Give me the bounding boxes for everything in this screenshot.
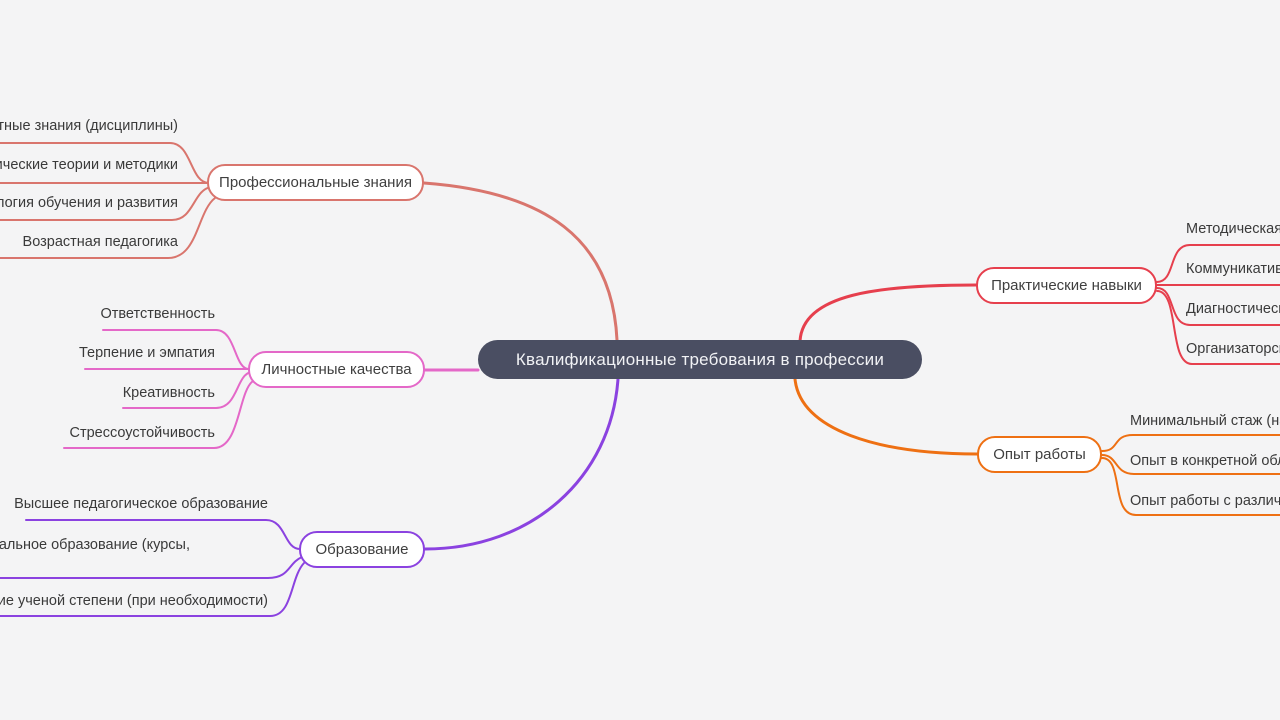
- branch-node-work-experience[interactable]: Опыт работы: [977, 436, 1102, 473]
- branch-lines-professional-knowledge: [0, 142, 619, 342]
- leaf-node-stress-resistance[interactable]: Стрессоустойчивость: [69, 425, 216, 441]
- root-node[interactable]: Квалификационные требования в профессии: [478, 340, 922, 379]
- branch-node-education[interactable]: Образование: [299, 531, 425, 568]
- branch-lines-practical-skills: [798, 244, 1280, 365]
- branch-lines-personal-qualities: [63, 329, 480, 449]
- leaf-node-various-experience[interactable]: Опыт работы с различны: [1130, 493, 1280, 509]
- leaf-node-additional-education[interactable]: ональное образование (курсы,: [0, 537, 190, 553]
- leaf-node-diagnostic[interactable]: Диагностическ: [1186, 301, 1280, 317]
- leaf-node-organizational[interactable]: Организаторск: [1186, 341, 1280, 357]
- leaf-node-minimal-experience[interactable]: Минимальный стаж (нап: [1130, 413, 1280, 429]
- leaf-node-academic-degree[interactable]: ичие ученой степени (при необходимости): [0, 593, 268, 609]
- branch-node-personal-qualities[interactable]: Личностные качества: [248, 351, 425, 388]
- branch-lines-education: [0, 377, 620, 617]
- leaf-node-communicative[interactable]: Коммуникативн: [1186, 261, 1280, 277]
- leaf-node-patience-empathy[interactable]: Терпение и эмпатия: [79, 345, 215, 361]
- leaf-node-learning-psychology[interactable]: ология обучения и развития: [0, 195, 178, 211]
- leaf-node-age-pedagogy[interactable]: Возрастная педагогика: [22, 234, 178, 250]
- leaf-node-creativity[interactable]: Креативность: [122, 385, 215, 401]
- branch-node-professional-knowledge[interactable]: Профессиональные знания: [207, 164, 424, 201]
- leaf-node-pedagogical-theories[interactable]: гические теории и методики: [0, 157, 178, 173]
- leaf-node-responsibility[interactable]: Ответственность: [100, 306, 215, 322]
- leaf-node-subject-knowledge[interactable]: етные знания (дисциплины): [0, 118, 178, 134]
- leaf-node-specific-area-experience[interactable]: Опыт в конкретной обла: [1130, 453, 1280, 469]
- leaf-node-methodical[interactable]: Методическая: [1186, 221, 1280, 237]
- branch-lines-work-experience: [793, 377, 1280, 516]
- branch-node-practical-skills[interactable]: Практические навыки: [976, 267, 1157, 304]
- leaf-node-higher-education[interactable]: Высшее педагогическое образование: [14, 496, 268, 512]
